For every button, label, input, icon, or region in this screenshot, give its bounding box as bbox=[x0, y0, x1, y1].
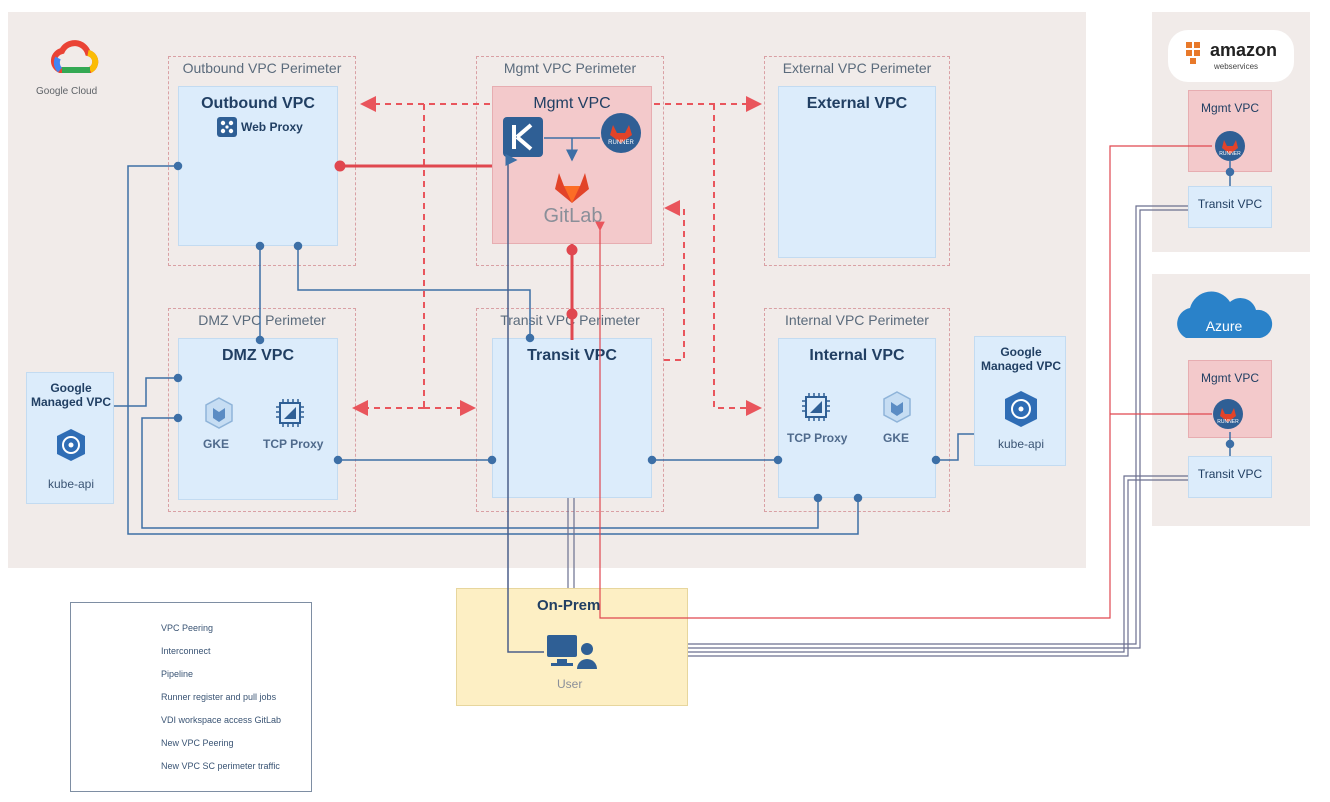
tcp-proxy-label: TCP Proxy bbox=[787, 431, 848, 445]
azure-brand: Azure bbox=[1205, 318, 1243, 334]
kube-api-icon bbox=[53, 427, 89, 463]
runner-icon: RUNNER bbox=[1215, 131, 1245, 161]
aws-mgmt-vpc-title: Mgmt VPC bbox=[1200, 101, 1259, 115]
dmz-perimeter-title: DMZ VPC Perimeter bbox=[198, 312, 326, 328]
internal-perimeter: Internal VPC Perimeter bbox=[764, 308, 950, 512]
aws-cubes-icon bbox=[1186, 42, 1200, 64]
aws-transit-vpc-title: Transit VPC bbox=[1197, 197, 1263, 211]
on-prem-title: On-Prem bbox=[537, 597, 601, 614]
tcp-proxy-icon bbox=[797, 389, 835, 425]
external-perimeter: External VPC Perimeter bbox=[764, 56, 950, 266]
legend-item: VPC Peering bbox=[93, 623, 303, 638]
runner-label: RUNNER bbox=[1217, 419, 1239, 425]
new-vpc-peering bbox=[334, 160, 578, 340]
outbound-vpc: Outbound VPC Web Proxy bbox=[178, 86, 338, 246]
runner-icon: RUNNER bbox=[601, 113, 641, 153]
google-cloud-label: Google Cloud bbox=[36, 86, 98, 97]
outbound-perimeter: Outbound VPC Perimeter bbox=[168, 56, 356, 266]
internal-vpc-title: Internal VPC bbox=[809, 347, 905, 364]
runner-label: RUNNER bbox=[1219, 151, 1241, 157]
internal-vpc: Internal VPC TCP Proxy GKE bbox=[778, 338, 936, 498]
mgmt-vpc-title: Mgmt VPC bbox=[533, 95, 611, 112]
azure-transit-vpc: Transit VPC bbox=[1188, 456, 1272, 498]
vpc-peering-lines bbox=[114, 160, 1235, 535]
transit-perimeter-title: Transit VPC Perimeter bbox=[500, 312, 640, 328]
mgmt-perimeter: Mgmt VPC Perimeter bbox=[476, 56, 664, 266]
tcp-proxy-label: TCP Proxy bbox=[263, 437, 324, 451]
transit-vpc: Transit VPC bbox=[492, 338, 652, 498]
azure-cloud-icon bbox=[1177, 291, 1273, 338]
on-prem-box: On-Prem User bbox=[456, 588, 688, 706]
external-perimeter-title: External VPC Perimeter bbox=[782, 60, 932, 76]
azure-transit-vpc-title: Transit VPC bbox=[1197, 467, 1263, 481]
mgmt-vpc: Mgmt VPC RUNNER GitLab bbox=[492, 86, 652, 244]
runner-label: RUNNER bbox=[608, 140, 634, 146]
runner-icon: RUNNER bbox=[1213, 399, 1243, 429]
gke-icon bbox=[879, 389, 915, 425]
google-cloud-logo: Google Cloud bbox=[36, 36, 110, 106]
legend-label: New VPC SC perimeter traffic bbox=[161, 761, 280, 771]
google-cloud-icon bbox=[50, 40, 99, 73]
interconnect bbox=[567, 205, 1188, 657]
external-vpc-title: External VPC bbox=[806, 95, 908, 112]
azure-mgmt-vpc: Mgmt VPC RUNNER bbox=[1188, 360, 1272, 438]
gke-label: GKE bbox=[883, 431, 910, 445]
dmz-vpc-title: DMZ VPC bbox=[222, 347, 294, 364]
user-computer-icon bbox=[545, 631, 597, 671]
azure-mgmt-vpc-title: Mgmt VPC bbox=[1200, 371, 1259, 385]
kube-api-label: kube-api bbox=[47, 477, 95, 491]
tcp-proxy-icon bbox=[271, 395, 309, 431]
google-managed-vpc-right: Google Managed VPC kube-api bbox=[974, 336, 1066, 466]
legend-label: VPC Peering bbox=[161, 623, 214, 633]
transit-vpc-title: Transit VPC bbox=[527, 347, 617, 364]
external-vpc: External VPC bbox=[778, 86, 936, 258]
legend-item: New VPC SC perimeter traffic bbox=[93, 761, 303, 777]
aws-logo: amazon webservices bbox=[1168, 30, 1294, 82]
legend-item: New VPC Peering bbox=[93, 738, 303, 754]
kube-api-label: kube-api bbox=[997, 437, 1045, 451]
legend-label: New VPC Peering bbox=[161, 738, 234, 748]
azure-logo: Azure bbox=[1168, 284, 1280, 344]
terraform-icon bbox=[503, 117, 543, 157]
legend-label: Runner register and pull jobs bbox=[161, 692, 277, 702]
transit-perimeter: Transit VPC Perimeter bbox=[476, 308, 664, 512]
google-managed-vpc-left: Google Managed VPC kube-api bbox=[26, 372, 114, 504]
legend-label: VDI workspace access GitLab bbox=[161, 715, 282, 725]
gke-label: GKE bbox=[203, 437, 230, 451]
legend-item: Interconnect bbox=[93, 646, 303, 661]
aws-sub: webservices bbox=[1214, 62, 1259, 71]
legend-label: Interconnect bbox=[161, 646, 211, 656]
aws-brand: amazon bbox=[1210, 40, 1278, 60]
legend-item: VDI workspace access GitLab bbox=[93, 715, 303, 730]
gitlab-icon bbox=[551, 169, 593, 205]
new-sc-perimeter-traffic bbox=[352, 96, 762, 416]
internal-perimeter-title: Internal VPC Perimeter bbox=[785, 312, 929, 328]
gke-icon bbox=[201, 395, 237, 431]
google-managed-vpc-title: Google Managed VPC bbox=[980, 345, 1061, 373]
user-label: User bbox=[557, 677, 583, 691]
outbound-perimeter-title: Outbound VPC Perimeter bbox=[182, 60, 342, 76]
google-managed-vpc-title: Google Managed VPC bbox=[30, 381, 111, 409]
web-proxy-label: Web Proxy bbox=[241, 120, 303, 134]
web-proxy-icon bbox=[217, 117, 237, 137]
gitlab-label: GitLab bbox=[543, 205, 603, 227]
aws-transit-vpc: Transit VPC bbox=[1188, 186, 1272, 228]
aws-mgmt-vpc: Mgmt VPC RUNNER bbox=[1188, 90, 1272, 172]
pipeline bbox=[544, 137, 600, 162]
outbound-vpc-title: Outbound VPC bbox=[201, 95, 315, 112]
runner-register bbox=[595, 145, 1212, 619]
legend-item: Runner register and pull jobs bbox=[93, 692, 303, 707]
legend: VPC Peering Interconnect Pipeline Runner… bbox=[70, 602, 312, 792]
legend-label: Pipeline bbox=[161, 669, 194, 679]
kube-api-icon bbox=[1001, 389, 1041, 429]
mgmt-perimeter-title: Mgmt VPC Perimeter bbox=[503, 60, 637, 76]
vdi-access bbox=[505, 154, 544, 653]
dmz-vpc: DMZ VPC GKE TCP Proxy bbox=[178, 338, 338, 500]
legend-item: Pipeline bbox=[93, 669, 303, 686]
